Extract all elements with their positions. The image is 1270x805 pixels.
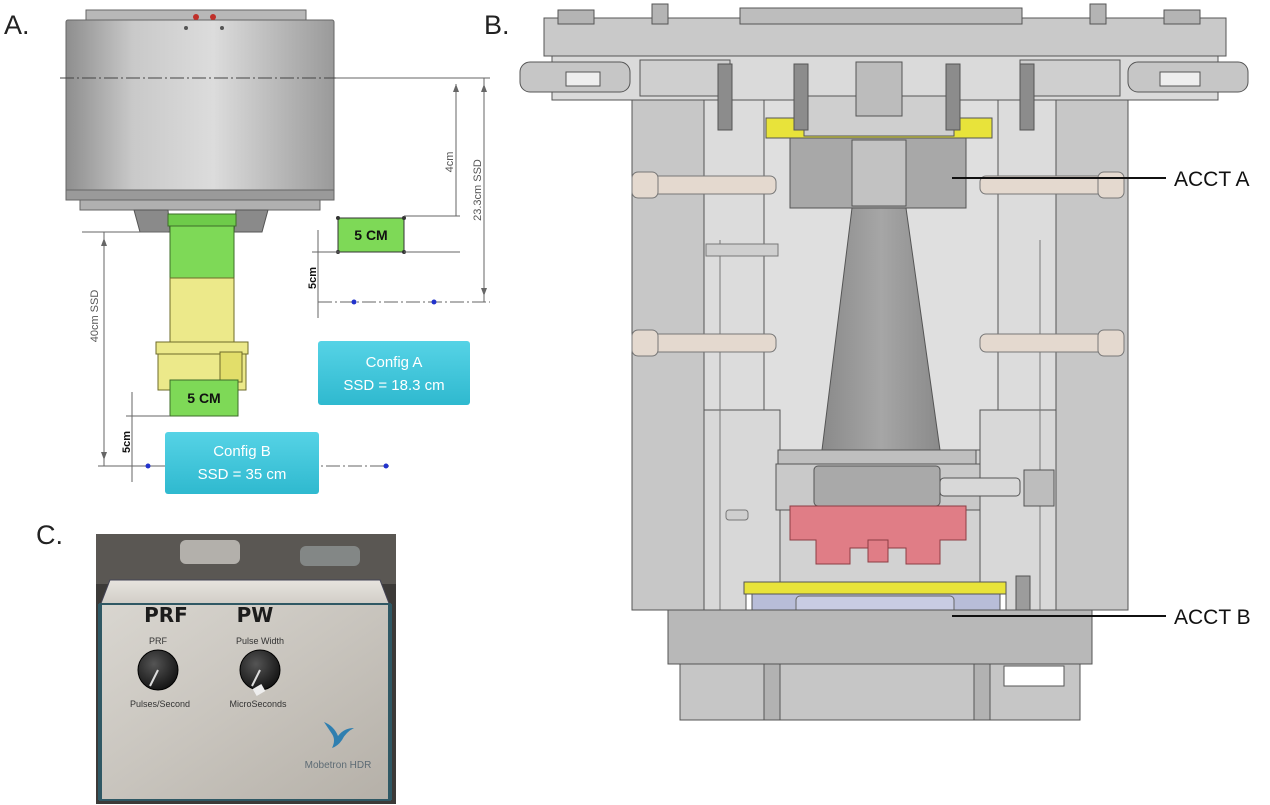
config-a-box: Config A SSD = 18.3 cm [318,341,470,405]
ssd-40-label: 40cm SSD [89,290,101,343]
panel-a-letter: A. [4,10,30,40]
dimension-markers [101,84,487,469]
prf-unit-label: Pulses/Second [130,699,190,709]
prf-knob [137,649,179,691]
red-applicator [789,505,967,565]
config-b-title: Config B [213,443,271,460]
config-b-box: Config B SSD = 35 cm [165,432,319,494]
prf-knob-label: PRF [149,636,168,646]
panel-b: B. [484,3,1251,721]
applicator-cone: 5 CM [155,213,249,417]
panel-c: C. PRF PW PRF Pulse Width Pulses/Second … [36,520,396,804]
brand-label: Mobetron HDR [305,760,372,771]
cone-a-box: 5 CM [336,216,406,254]
gap-5cm-b-label: 5cm [121,431,133,453]
cone-a-size-label: 5 CM [354,227,387,243]
panel-a: A. 5 CM [4,9,490,494]
lower-section [725,449,1055,521]
config-a-ssd: SSD = 18.3 cm [343,377,444,394]
callout-acct-b: ACCT B [1174,606,1251,629]
cone-b-size-label: 5 CM [187,390,220,406]
pin [705,243,779,257]
acct-a-detector [717,61,1035,209]
pw-title: PW [237,603,274,627]
config-b-ssd: SSD = 35 cm [198,466,287,483]
side-bolts [631,171,1125,357]
gantry-head [60,9,345,233]
gap-4cm-label: 4cm [444,152,456,173]
panel-b-letter: B. [484,10,510,40]
pw-unit-label: MicroSeconds [229,699,287,709]
prf-title: PRF [144,603,188,627]
gap-5cm-a-label: 5cm [307,267,319,289]
callout-acct-a: ACCT A [1174,168,1249,191]
ssd-23-3-label: 23.3cm SSD [472,159,484,221]
pw-knob-label: Pulse Width [236,636,284,646]
mounting-plate [519,3,1249,101]
pw-knob [239,649,281,696]
config-a-title: Config A [366,354,423,371]
base-block [667,609,1093,721]
panel-c-letter: C. [36,520,63,550]
bird-logo-icon [324,722,354,748]
